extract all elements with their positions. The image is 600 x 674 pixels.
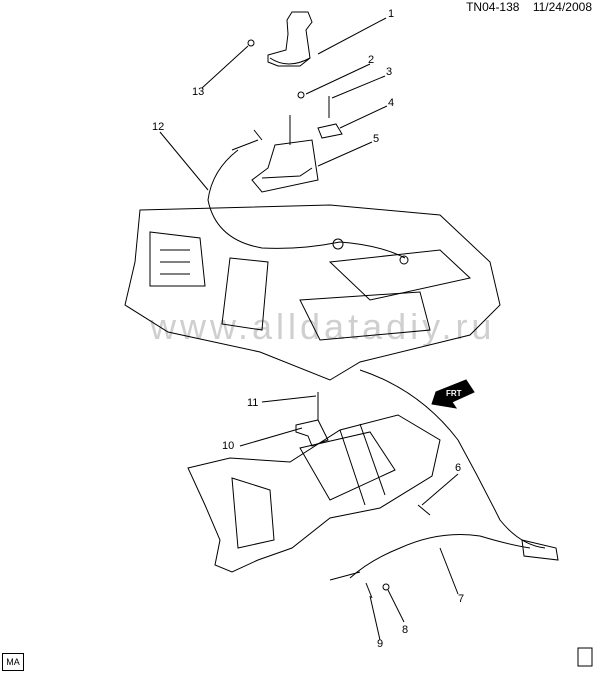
callout-8: 8 <box>402 624 409 636</box>
diagram-header: TN04-138 11/24/2008 <box>466 0 592 14</box>
front-arrow-label: FRT <box>446 389 462 398</box>
mount-bracket <box>295 419 329 447</box>
bracket-part <box>317 123 343 139</box>
shift-knob <box>267 11 313 67</box>
callout-10: 10 <box>222 440 235 452</box>
transmission <box>187 414 441 573</box>
callout-7: 7 <box>458 593 465 605</box>
ma-badge: MA <box>2 653 24 671</box>
shifter-base <box>251 139 319 193</box>
callout-13: 13 <box>192 86 205 98</box>
washer-part <box>297 91 305 99</box>
diagram-code: TN04-138 <box>466 0 520 14</box>
callout-6: 6 <box>455 462 462 474</box>
front-direction-arrow <box>431 379 475 409</box>
callout-2: 2 <box>368 54 375 66</box>
shift-cable-lower-a <box>359 369 546 549</box>
shift-cable-lower-b <box>349 534 531 579</box>
floor-pan <box>124 204 501 381</box>
callout-4: 4 <box>388 97 395 109</box>
callout-12: 12 <box>152 121 165 133</box>
callout-3: 3 <box>386 66 393 78</box>
clip-part <box>247 39 255 47</box>
callout-11: 11 <box>247 397 259 409</box>
callout-9: 9 <box>377 638 384 650</box>
callout-5: 5 <box>373 133 380 145</box>
callout-1: 1 <box>388 8 395 20</box>
diagram-date: 11/24/2008 <box>532 0 592 14</box>
shift-cable-upper <box>207 149 406 259</box>
